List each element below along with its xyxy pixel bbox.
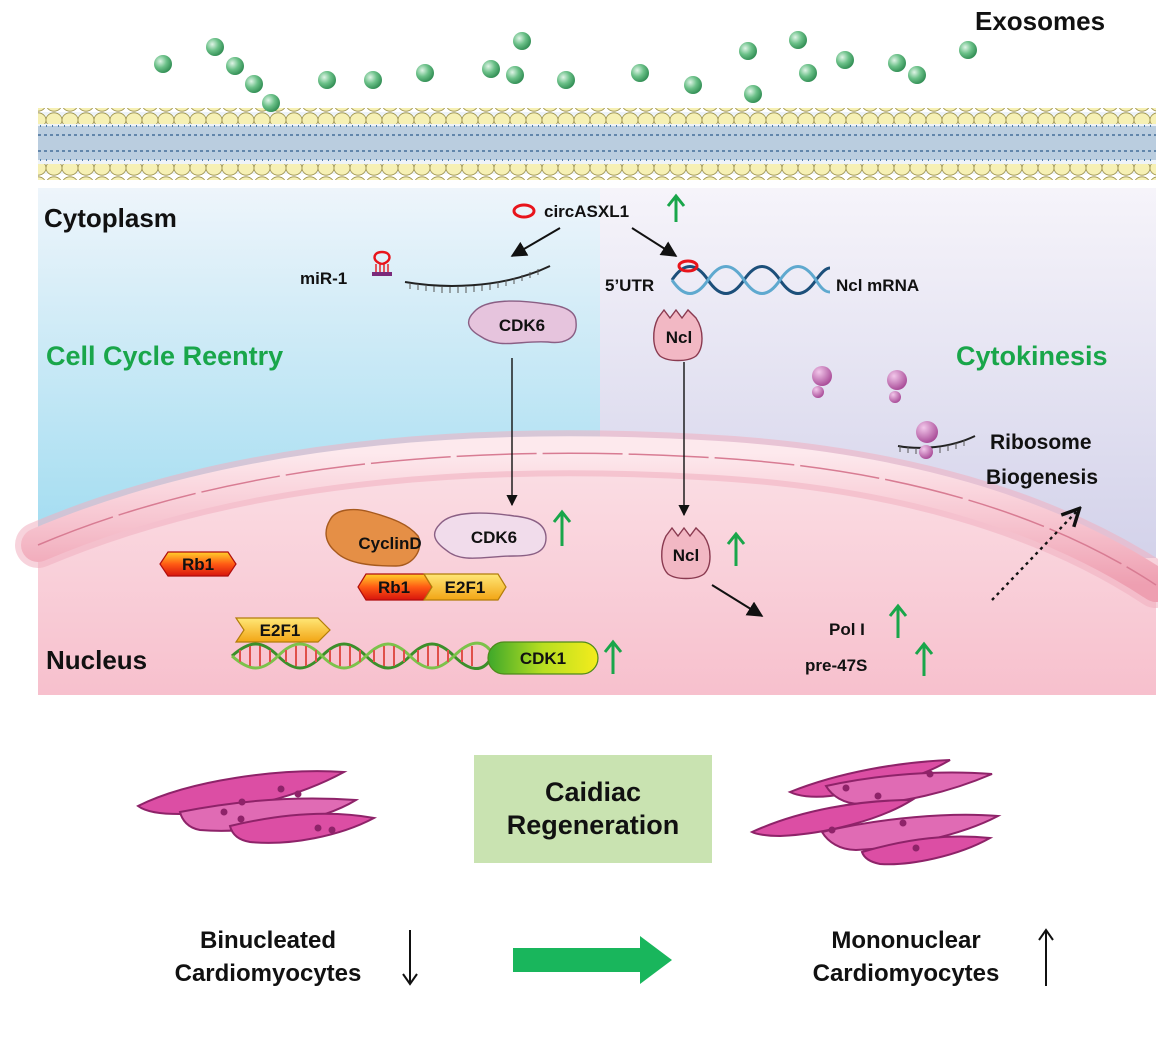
pol1-label: Pol I — [829, 620, 865, 639]
arrow-to-ncl-mrna — [631, 227, 678, 257]
cardiac-regeneration-box: Caidiac Regeneration — [474, 755, 712, 863]
cdk1-up-arrow-icon — [603, 639, 623, 674]
rb1-e2f1-complex — [357, 573, 507, 601]
pre47s-up-arrow-icon — [914, 641, 934, 676]
lipid-bilayer-icon — [38, 108, 1156, 180]
rb1-free-label: Rb1 — [182, 555, 214, 574]
e2f1-dna-bound-protein — [234, 617, 331, 643]
rb1-free-protein — [159, 551, 237, 577]
rb1-complex-label: Rb1 — [378, 578, 410, 597]
cdk1-label: CDK1 — [520, 649, 566, 668]
cdk6-cytoplasm-label: CDK6 — [499, 316, 545, 335]
ncl-cytoplasm-protein — [653, 308, 703, 362]
pre47s-label: pre-47S — [805, 656, 868, 675]
circasxl1-ring-icon — [512, 203, 536, 219]
cell-cycle-reentry-title: Cell Cycle Reentry — [46, 341, 284, 371]
ribosome-icons — [812, 366, 976, 459]
exosomes-label: Exosomes — [975, 6, 1106, 36]
mir1-label: miR-1 — [300, 269, 348, 288]
pol1-up-arrow-icon — [888, 603, 908, 638]
ncl-nucleus-protein — [661, 526, 711, 580]
ncl-up-arrow-icon — [726, 531, 746, 566]
ncl-mrna-helix-icon — [670, 259, 831, 295]
dna-helix-icon — [231, 641, 492, 670]
cdk1-gene-box — [487, 641, 599, 675]
binucleated-line2: Cardiomyocytes — [174, 960, 362, 987]
exosome-vesicles — [154, 31, 977, 112]
ncl-mrna-label: Ncl mRNA — [836, 276, 920, 295]
mononuclear-cardiomyocytes-icon — [749, 759, 1002, 866]
arrow-to-mir1 — [510, 227, 561, 257]
cytokinesis-title: Cytokinesis — [956, 341, 1108, 371]
binucleated-line1: Binucleated — [199, 927, 337, 954]
transition-block-arrow-icon — [513, 936, 672, 984]
regeneration-line1: Caidiac — [544, 777, 642, 807]
mir1-hairpin-icon — [372, 250, 392, 276]
binucleated-down-arrow-icon — [402, 930, 418, 986]
cyclind-label: CyclinD — [358, 534, 421, 553]
nucleus-label: Nucleus — [46, 645, 148, 675]
mononuclear-line1: Mononuclear — [831, 927, 981, 954]
utr-circ-ring-icon — [677, 259, 699, 273]
cdk6-up-arrow-icon — [552, 509, 572, 546]
mononuclear-up-arrow-icon — [1038, 928, 1054, 986]
circasxl1-up-arrow-icon — [666, 193, 686, 222]
mononuclear-line2: Cardiomyocytes — [812, 960, 1000, 987]
cdk6-cytoplasm-protein — [467, 300, 577, 345]
ribosome-biogenesis-line2: Biogenesis — [986, 466, 1099, 489]
nuclear-pores — [37, 452, 1157, 586]
binucleated-cardiomyocytes-icon — [136, 770, 378, 844]
utr-label: 5’UTR — [605, 276, 655, 295]
cytoplasm-label: Cytoplasm — [44, 203, 177, 233]
cdk6-nucleus-label: CDK6 — [471, 528, 517, 547]
e2f1-dna-label: E2F1 — [260, 621, 301, 640]
regeneration-line2: Regeneration — [506, 810, 680, 840]
ncl-cytoplasm-label: Ncl — [666, 328, 692, 347]
ncl-nucleus-label: Ncl — [673, 546, 699, 565]
cdk6-nucleus-protein — [433, 512, 547, 559]
cdk6-mrna-strand-icon — [404, 265, 551, 293]
ribosome-biogenesis-line1: Ribosome — [990, 431, 1092, 454]
cyclind-protein — [325, 508, 421, 567]
ncl-to-pol1-arrow — [711, 584, 764, 617]
e2f1-complex-label: E2F1 — [445, 578, 486, 597]
circasxl1-label: circASXL1 — [544, 202, 630, 221]
